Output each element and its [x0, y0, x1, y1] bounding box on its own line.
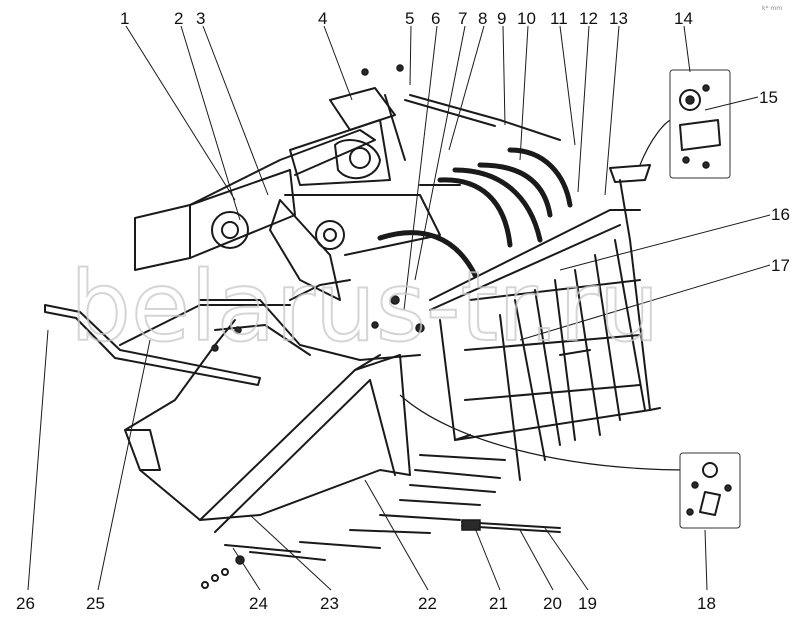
callout-7: 7: [458, 9, 467, 28]
callout-8: 8: [478, 9, 487, 28]
rake-assembly: [429, 164, 661, 481]
inset-detail-18: [679, 452, 741, 529]
callout-23: 23: [320, 594, 339, 613]
callout-5: 5: [405, 9, 414, 28]
callout-16: 16: [771, 205, 790, 224]
callout-24: 24: [249, 594, 268, 613]
leader-lines: [27, 25, 771, 591]
callout-14: 14: [674, 9, 693, 28]
loose-rod: [461, 519, 561, 533]
callout-25: 25: [86, 594, 105, 613]
callout-18: 18: [697, 594, 716, 613]
callout-19: 19: [578, 594, 597, 613]
callout-1: 1: [120, 9, 129, 28]
loader-frame: [44, 64, 691, 589]
callout-4: 4: [318, 9, 327, 28]
callout-26: 26: [16, 594, 35, 613]
callout-17: 17: [771, 256, 790, 275]
callout-15: 15: [759, 88, 778, 107]
callout-12: 12: [579, 9, 598, 28]
callout-10: 10: [517, 9, 536, 28]
callout-2: 2: [174, 9, 183, 28]
callout-13: 13: [609, 9, 628, 28]
fasteners: [201, 295, 425, 589]
inset-detail-14-15: [669, 69, 731, 179]
callout-21: 21: [489, 594, 508, 613]
callout-9: 9: [497, 9, 506, 28]
callout-6: 6: [431, 9, 440, 28]
fork-teeth: [224, 454, 506, 561]
callout-11: 11: [550, 9, 568, 28]
callout-numbers: 1 2 3 4 5 6 7 8 9 10 11 12 13 14 15 16 1…: [16, 9, 790, 613]
hydraulic-hoses: [377, 147, 573, 278]
corner-mark: k* mm: [762, 5, 782, 12]
callout-22: 22: [418, 594, 437, 613]
callout-3: 3: [196, 9, 205, 28]
watermark-text: belarus-tr.ru: [70, 251, 660, 363]
callout-20: 20: [543, 594, 562, 613]
